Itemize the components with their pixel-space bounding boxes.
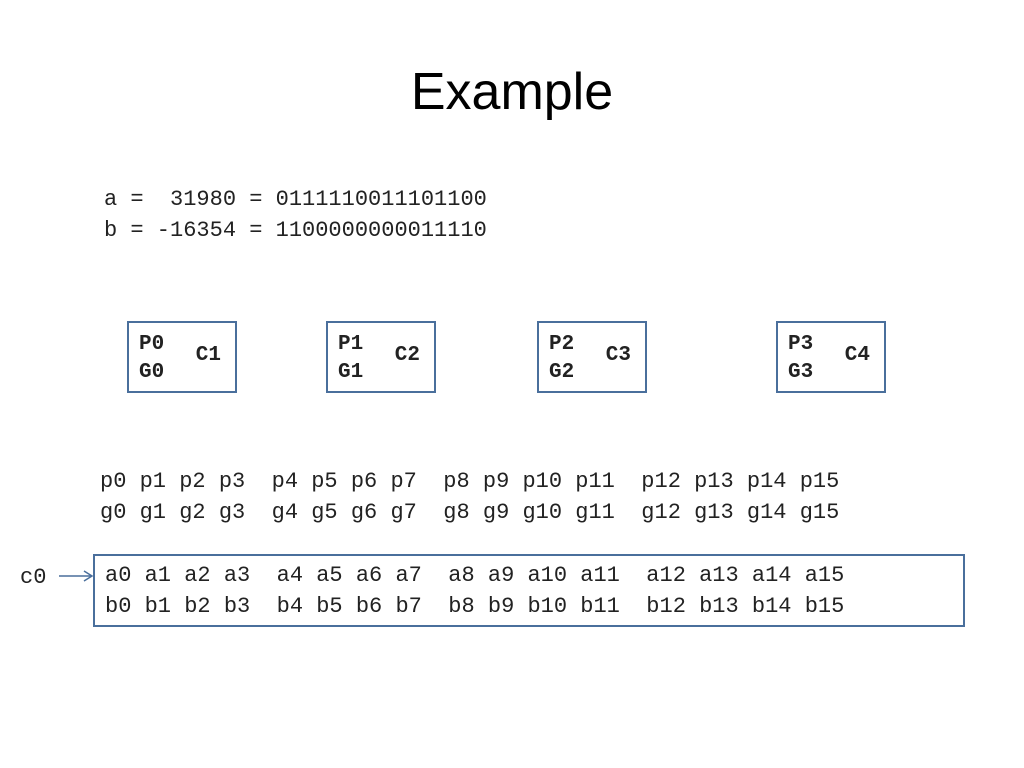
carry-in-label: c0 xyxy=(20,565,47,590)
group-p-label: P2 xyxy=(549,333,575,356)
input-b-row: b0 b1 b2 b3 b4 b5 b6 b7 b8 b9 b10 b11 b1… xyxy=(105,594,845,619)
value-a-line: a = 31980 = 0111110011101100 xyxy=(104,187,487,212)
group-pg-2: P2 G2 xyxy=(549,331,574,387)
group-g-label: G0 xyxy=(139,361,165,384)
group-block-0: P0 G0 C1 xyxy=(127,321,237,393)
input-a-row: a0 a1 a2 a3 a4 a5 a6 a7 a8 a9 a10 a11 a1… xyxy=(105,563,845,588)
group-g-label: G3 xyxy=(788,361,814,384)
group-block-1: P1 G1 C2 xyxy=(326,321,436,393)
group-g-label: G2 xyxy=(549,361,575,384)
group-p-label: P1 xyxy=(338,333,364,356)
carry-in-arrow-icon xyxy=(59,570,94,582)
generate-row: g0 g1 g2 g3 g4 g5 g6 g7 g8 g9 g10 g11 g1… xyxy=(100,500,840,525)
group-p-label: P3 xyxy=(788,333,814,356)
group-g-label: G1 xyxy=(338,361,364,384)
group-pg-0: P0 G0 xyxy=(139,331,164,387)
group-block-2: P2 G2 C3 xyxy=(537,321,647,393)
value-b-line: b = -16354 = 1100000000011110 xyxy=(104,218,487,243)
propagate-row: p0 p1 p2 p3 p4 p5 p6 p7 p8 p9 p10 p11 p1… xyxy=(100,469,840,494)
group-pg-1: P1 G1 xyxy=(338,331,363,387)
input-bits-box xyxy=(93,554,965,627)
group-pg-3: P3 G3 xyxy=(788,331,813,387)
group-carry-label: C2 xyxy=(394,344,420,367)
group-carry-label: C4 xyxy=(844,344,870,367)
slide-title: Example xyxy=(410,63,614,121)
group-carry-label: C3 xyxy=(605,344,631,367)
group-carry-label: C1 xyxy=(195,344,221,367)
group-block-3: P3 G3 C4 xyxy=(776,321,886,393)
group-p-label: P0 xyxy=(139,333,165,356)
